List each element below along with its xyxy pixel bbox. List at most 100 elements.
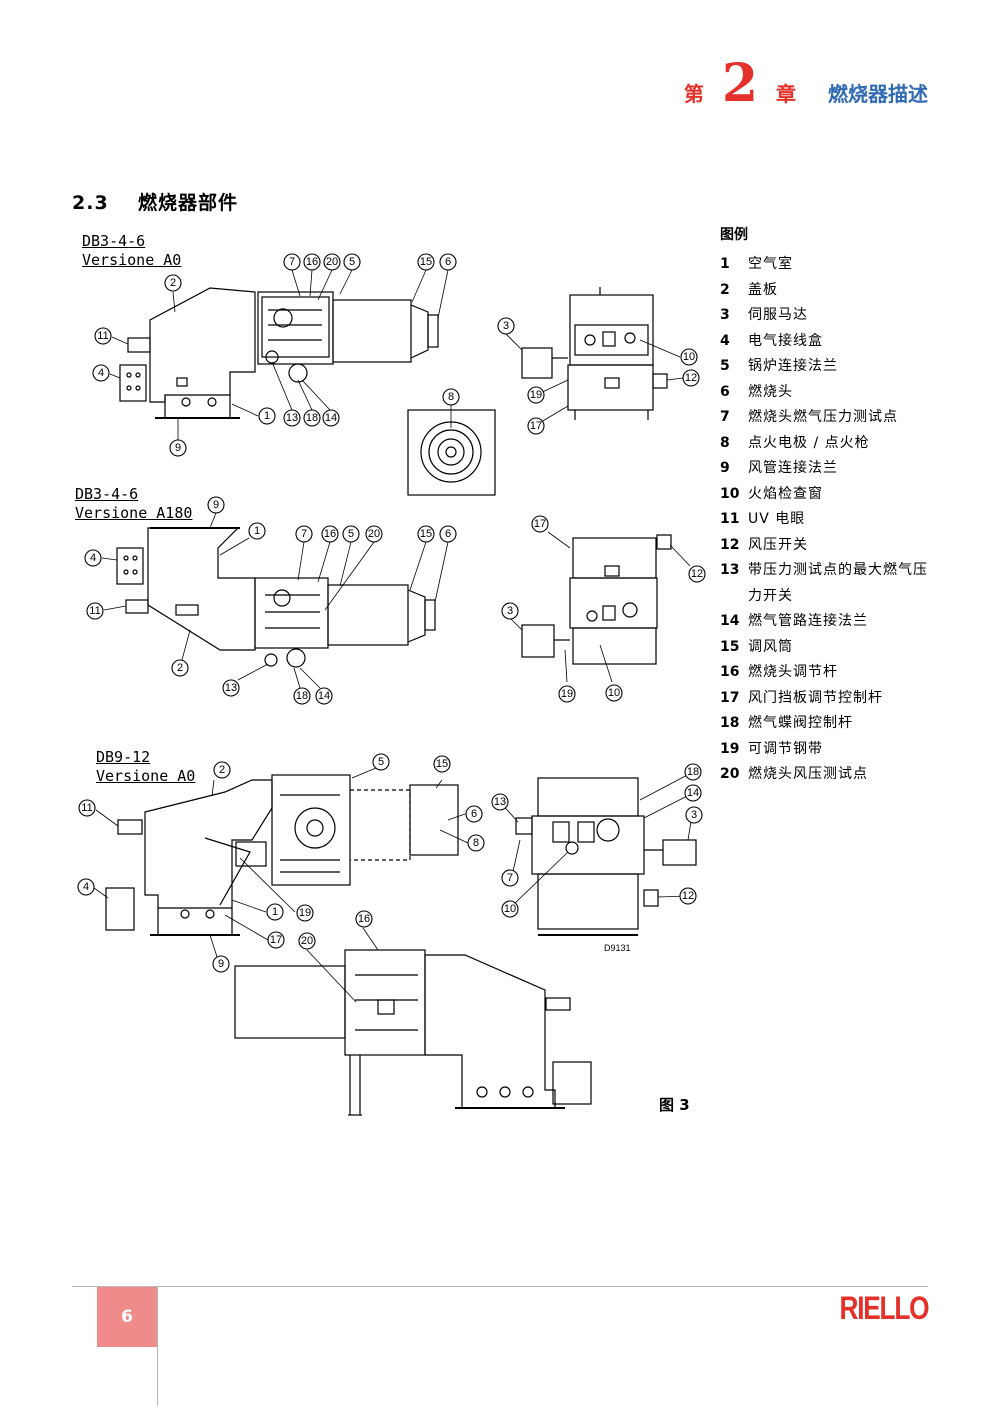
model-label-2: DB3-4-6 Versione A180 — [75, 485, 192, 523]
legend-item-number: 13 — [720, 562, 740, 578]
callout-18: 18 — [293, 687, 311, 705]
svg-text:7: 7 — [507, 872, 513, 884]
leader-lines — [93, 269, 694, 1003]
callout-19: 19 — [558, 685, 576, 703]
legend-item-text: 空气室 — [748, 256, 793, 272]
chapter-header: 第 2 章 燃烧器描述 — [684, 58, 928, 110]
legend-item-text: 点火电极 / 点火枪 — [748, 434, 870, 451]
legend-item-number: 20 — [720, 766, 740, 782]
model-label-3: DB9-12 Versione A0 — [96, 748, 195, 786]
legend-item-number: 18 — [720, 715, 740, 731]
svg-text:15: 15 — [436, 758, 448, 770]
legend-title: 图例 — [720, 227, 748, 243]
legend-item-text: 燃烧头风压测试点 — [748, 766, 868, 782]
legend-item-text: 调风筒 — [748, 638, 793, 655]
callout-4: 4 — [92, 364, 110, 382]
svg-text:3: 3 — [507, 605, 513, 617]
drawing-code: D9131 — [604, 943, 631, 953]
svg-text:11: 11 — [81, 802, 92, 814]
callout-12: 12 — [679, 887, 697, 905]
callouts: 2 11 4 1 13 18 14 9 7 16 20 5 15 6 3 10 … — [77, 253, 706, 973]
model-3-version: Versione A0 — [96, 767, 196, 785]
callout-2: 2 — [171, 659, 189, 677]
svg-text:1: 1 — [264, 410, 270, 422]
section-number: 2.3 — [72, 192, 109, 214]
svg-text:15: 15 — [420, 256, 432, 268]
legend-item: 20 燃烧头风压测试点 — [720, 762, 940, 788]
svg-text:9: 9 — [175, 442, 181, 454]
legend-item-number: 16 — [720, 664, 740, 680]
callout-15: 15 — [417, 253, 435, 271]
svg-text:3: 3 — [503, 320, 509, 332]
svg-text:8: 8 — [473, 837, 479, 849]
legend-item-number: 1 — [720, 256, 730, 272]
callout-13: 13 — [283, 409, 301, 427]
svg-text:20: 20 — [368, 528, 380, 540]
svg-text:20: 20 — [301, 935, 313, 947]
callout-4: 4 — [77, 878, 95, 896]
legend-item-text: 风压开关 — [748, 536, 808, 553]
svg-text:6: 6 — [471, 808, 477, 820]
footer-divider — [72, 1286, 928, 1287]
svg-text:4: 4 — [98, 367, 104, 379]
svg-text:13: 13 — [286, 412, 298, 424]
svg-text:1: 1 — [254, 525, 260, 537]
legend-item: 13 带压力测试点的最大燃气压力开关 — [720, 558, 940, 609]
callout-3: 3 — [685, 806, 703, 824]
callout-17: 17 — [531, 515, 549, 533]
callout-10: 10 — [605, 684, 623, 702]
callout-12: 12 — [682, 369, 700, 387]
callout-11: 11 — [94, 327, 112, 345]
legend-item-number: 12 — [720, 536, 740, 553]
legend-item: 12 风压开关 — [720, 533, 940, 559]
callout-8: 8 — [467, 834, 485, 852]
svg-text:16: 16 — [324, 528, 336, 540]
legend-item-text: 锅炉连接法兰 — [748, 358, 838, 374]
svg-text:7: 7 — [301, 528, 307, 540]
callout-9: 9 — [169, 439, 187, 457]
svg-text:12: 12 — [682, 890, 694, 902]
svg-text:16: 16 — [358, 913, 370, 925]
callout-19: 19 — [296, 904, 314, 922]
chapter-number: 2 — [721, 53, 758, 114]
svg-text:17: 17 — [270, 934, 282, 946]
svg-text:18: 18 — [296, 690, 308, 702]
callout-2: 2 — [213, 761, 231, 779]
model-1-name: DB3-4-6 — [82, 232, 146, 250]
legend-item-text: UV 电眼 — [748, 511, 806, 527]
callout-18: 18 — [303, 409, 321, 427]
legend-item: 1 空气室 — [720, 252, 940, 278]
callout-1: 1 — [248, 522, 266, 540]
callout-9: 9 — [212, 955, 230, 973]
legend-item-number: 19 — [720, 740, 740, 757]
legend-item-text: 带压力测试点的最大燃气压力开关 — [748, 562, 928, 604]
callout-14: 14 — [322, 409, 340, 427]
callout-10: 10 — [501, 900, 519, 918]
callout-2: 2 — [164, 274, 182, 292]
callout-18: 18 — [684, 763, 702, 781]
legend-item-text: 燃烧头燃气压力测试点 — [748, 409, 898, 425]
svg-text:4: 4 — [83, 881, 89, 893]
callout-13: 13 — [222, 679, 240, 697]
callout-16: 16 — [321, 525, 339, 543]
model-2-name: DB3-4-6 — [75, 485, 139, 503]
legend-item-text: 火焰检查窗 — [748, 485, 823, 502]
drawing-db912-a180-side — [234, 949, 592, 1116]
drawing-db3-a180-front — [521, 534, 672, 665]
svg-text:9: 9 — [213, 499, 219, 511]
svg-text:10: 10 — [608, 687, 620, 699]
model-2-version: Versione A180 — [75, 504, 193, 522]
